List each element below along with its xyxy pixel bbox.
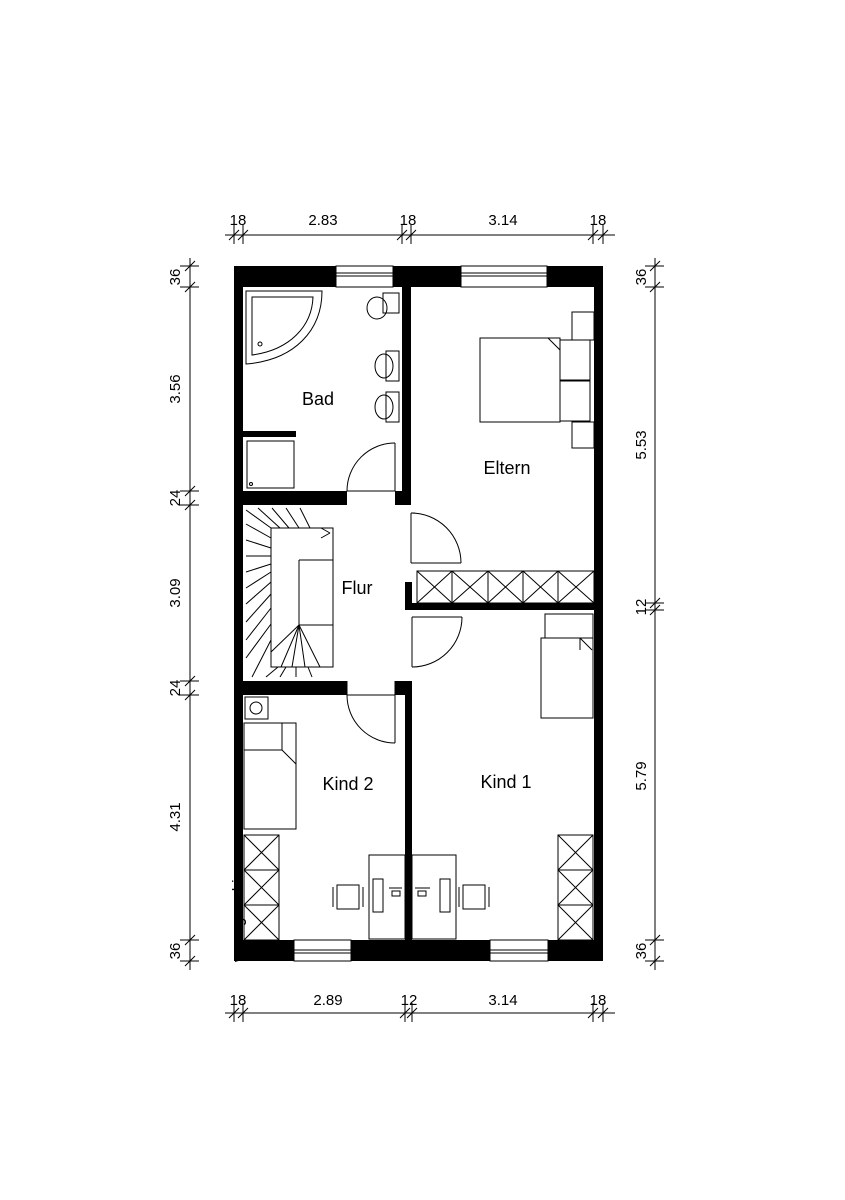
dim-left-2: 3.56 (167, 374, 184, 403)
watermark: www.grundriss.com (230, 832, 247, 963)
dim-top-1: 18 (230, 212, 247, 229)
dim-left-5: 24 (167, 680, 184, 697)
dim-right-4: 5.79 (633, 761, 650, 790)
room-label-kind1: Kind 1 (480, 772, 531, 792)
dim-left-1: 36 (167, 269, 184, 286)
room-label-bad: Bad (302, 389, 334, 409)
kind2-furniture (243, 696, 406, 941)
dim-left-7: 36 (167, 943, 184, 960)
dim-top-2: 2.83 (308, 212, 337, 229)
dim-top-4: 3.14 (488, 212, 517, 229)
bathroom-fixtures (245, 290, 400, 489)
dim-bottom-4: 3.14 (488, 992, 517, 1009)
dimension-labels: 18 2.83 18 3.14 18 18 2.89 12 3.14 18 36… (167, 212, 650, 1009)
kind1-furniture (411, 613, 594, 941)
room-label-eltern: Eltern (483, 458, 530, 478)
dim-bottom-5: 18 (590, 992, 607, 1009)
dim-top-5: 18 (590, 212, 607, 229)
staircase (245, 507, 334, 678)
dim-right-1: 36 (633, 269, 650, 286)
bedroom-furniture (416, 311, 595, 604)
dim-left-3: 24 (167, 490, 184, 507)
dim-bottom-3: 12 (401, 992, 418, 1009)
dim-right-5: 36 (633, 943, 650, 960)
dim-right-2: 5.53 (633, 430, 650, 459)
room-label-kind2: Kind 2 (322, 774, 373, 794)
dim-left-6: 4.31 (167, 802, 184, 831)
dim-bottom-2: 2.89 (313, 992, 342, 1009)
doors (346, 442, 463, 744)
room-label-flur: Flur (342, 578, 373, 598)
walls (234, 266, 603, 961)
dim-bottom-1: 18 (230, 992, 247, 1009)
dim-left-4: 3.09 (167, 578, 184, 607)
dimension-chains (180, 225, 664, 1022)
dim-top-3: 18 (400, 212, 417, 229)
dim-right-3: 12 (633, 599, 650, 616)
windows (293, 265, 549, 962)
